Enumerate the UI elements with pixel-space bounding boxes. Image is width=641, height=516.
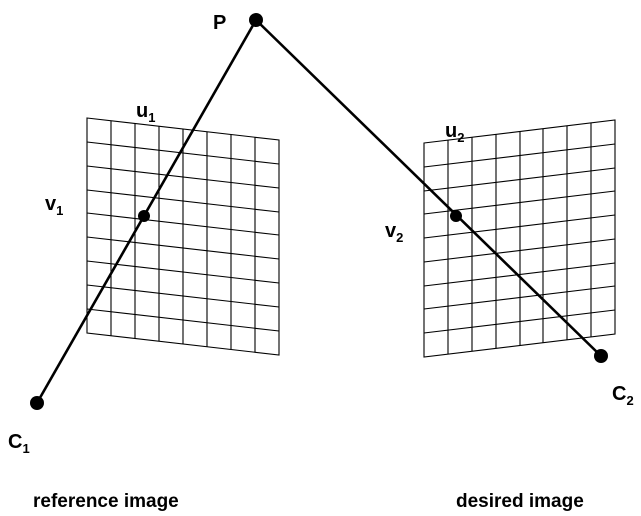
caption-reference-image: reference image bbox=[33, 491, 179, 512]
label-u1: u1 bbox=[136, 100, 155, 125]
ray-p-to-c2 bbox=[255, 19, 602, 357]
camera-center-c2 bbox=[594, 349, 608, 363]
reference-image-grid bbox=[86, 117, 280, 356]
caption-desired-image: desired image bbox=[456, 491, 584, 512]
label-c1: C1 bbox=[8, 431, 30, 456]
point-p bbox=[249, 13, 263, 27]
reference-grid-horizontal-lines bbox=[86, 141, 280, 332]
projection-point-v1 bbox=[138, 210, 150, 222]
label-c2: C2 bbox=[612, 383, 634, 408]
camera-center-c1 bbox=[30, 396, 44, 410]
projection-point-v2 bbox=[450, 210, 462, 222]
desired-image-grid bbox=[423, 119, 616, 358]
label-v1: v1 bbox=[45, 193, 63, 218]
label-v2: v2 bbox=[385, 220, 403, 245]
desired-grid-vertical-lines bbox=[447, 123, 592, 354]
label-p: P bbox=[213, 12, 226, 34]
label-u2: u2 bbox=[445, 120, 464, 145]
desired-grid-horizontal-lines bbox=[423, 143, 616, 334]
